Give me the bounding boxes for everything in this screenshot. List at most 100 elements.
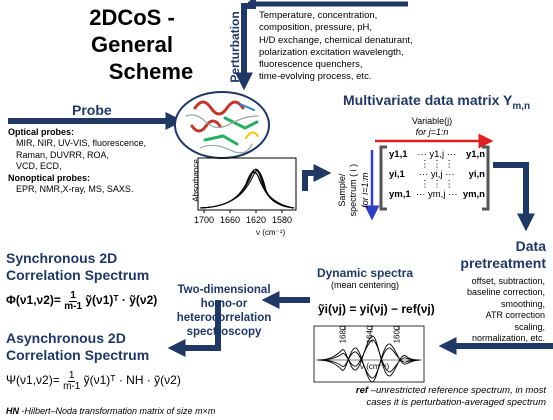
matrix-cell: y1,1 <box>389 149 408 160</box>
absorbance-xtick: 1660 <box>220 215 241 225</box>
2d-to-correlation-arrow <box>167 300 221 357</box>
sync-num: 1 <box>69 290 77 302</box>
optical-probe-line: Raman, DUVRR, ROA, <box>16 149 110 160</box>
matrix-graphics <box>364 133 494 221</box>
variable-label: Variable(j) <box>411 116 453 126</box>
matrix-dots: ⋮ ⋮ ⋮ <box>420 159 454 170</box>
matrix-cell: ··· y1,j ··· <box>417 149 457 160</box>
absorbance-curve-5 <box>199 170 295 209</box>
matrix-bracket-right <box>482 145 490 211</box>
dynamic-curve-3 <box>317 347 421 379</box>
optical-probes-title: Optical probes: <box>8 127 75 137</box>
sample-range: for i=1:m <box>359 172 370 208</box>
dynamic-title: Dynamic spectra <box>316 266 414 280</box>
matrix-title-sub: m,n <box>512 100 531 112</box>
matrix-dots: ⋮ ⋮ ⋮ <box>420 179 454 190</box>
perturbation-line: composition, pressure, pH, <box>259 22 372 34</box>
perturbation-arrow <box>235 0 256 91</box>
perturbation-line: fluorescence quenchers, <box>259 59 363 71</box>
matrix-cell: yi,n <box>468 169 485 180</box>
absorbance-curve-3 <box>199 169 295 209</box>
sync-den: m-1 <box>64 301 83 312</box>
absorbance-xtick: 1580 <box>272 215 293 225</box>
dynamic-curve-1 <box>317 335 421 377</box>
matrix-body: y1,1 ··· y1,j ··· y1,n ⋮ ⋮ ⋮ yi,1 ··· yi… <box>389 150 485 200</box>
async-title-line-1: Asynchronous 2D <box>6 330 126 346</box>
dynamic-xtick: 1640 <box>365 325 375 344</box>
protein-structure <box>185 100 259 154</box>
dynamic-curve-2 <box>317 339 421 373</box>
matrix-cell: ym,1 <box>389 189 411 200</box>
matrix-bracket-left <box>379 145 387 211</box>
ref-note: ref –unrestricted reference spectrum, in… <box>300 385 546 409</box>
two-d-line: heterocorrelation <box>176 312 272 324</box>
pretreatment-label: Data pretreatment <box>430 238 546 272</box>
hn-note-bold: HN <box>6 406 19 416</box>
dynamic-subtitle: (mean centering) <box>330 280 400 290</box>
perturbation-line: H/D exchange, chemical denaturant, <box>259 34 413 46</box>
absorbance-curve-4 <box>199 168 295 209</box>
title-line-3: Scheme <box>108 59 194 84</box>
async-den: m-1 <box>63 381 81 392</box>
matrix-row: y1,1 ··· y1,j ··· y1,n <box>389 150 485 160</box>
absorbance-curve-1 <box>199 171 295 209</box>
probe-label: Probe <box>72 102 112 118</box>
perturbation-line: polarization excitation wavelength, <box>259 46 404 58</box>
async-title-line-2: Correlation Spectrum <box>6 347 150 363</box>
absorbance-xtick: 1700 <box>194 215 215 225</box>
two-d-line: homo-or <box>200 298 248 310</box>
title-line-1: 2DCoS - <box>89 5 175 30</box>
absorbance-plot <box>197 157 297 213</box>
pretreatment-list: offset, subtraction, baseline correction… <box>430 276 545 344</box>
protein-ellipse <box>174 91 270 159</box>
async-rhs: ỹ(ν1)ᵀ · NH · ỹ(ν2) <box>83 373 181 388</box>
matrix-cell: y1,n <box>465 149 485 160</box>
dynamic-formula: ỹi(νj) = yi(νj) − ref(νj) <box>318 302 435 316</box>
async-title: Asynchronous 2D Correlation Spectrum <box>6 330 149 364</box>
matrix-row: yi,1 ··· yi,j ··· yi,n <box>389 170 485 180</box>
two-d-line: Two-dimensional <box>177 284 271 296</box>
pretreatment-item: ATR correction <box>485 310 545 321</box>
spectra-to-matrix-arrow <box>302 164 332 191</box>
variable-label-block: Variable(j) for j=1:n <box>392 116 472 139</box>
dynamic-plot <box>313 325 425 383</box>
matrix-row: ym,1 ··· ym,j ··· ym,n <box>389 190 485 200</box>
ref-note-line-2: cases it is perturbation-averaged spectr… <box>366 397 546 408</box>
two-d-line: spectroscopy <box>186 326 262 338</box>
async-lhs: Ψ(ν1,ν2)= <box>6 373 60 388</box>
matrix-cell: ··· ym,j ··· <box>415 189 458 200</box>
matrix-cell: ym,n <box>462 189 485 200</box>
sync-rhs: ỹ(ν1)ᵀ · ỹ(ν2) <box>85 293 158 308</box>
dynamic-title-block: Dynamic spectra (mean centering) <box>300 266 430 290</box>
sample-label: Sample/ <box>336 173 347 207</box>
pretreatment-item: normalization, etc. <box>471 333 545 344</box>
title-block: 2DCoS - General Scheme <box>52 4 212 85</box>
pretreatment-item: smoothing, <box>500 298 545 309</box>
probe-box: Optical probes: MIR, NIR, UV-VIS, fluore… <box>8 127 178 195</box>
pretreatment-item: scaling, <box>514 321 545 332</box>
pretreatment-item: offset, subtraction, <box>471 276 545 286</box>
pretreatment-line-1: Data <box>515 238 546 254</box>
variable-range: for j=1:n <box>415 127 449 138</box>
absorbance-xlabel: ν (cm⁻¹) <box>256 228 286 237</box>
perturbation-line: Temperature, concentration, <box>259 10 378 21</box>
title-line-2: General <box>91 32 173 57</box>
sample-label-block: Sample/ spectrum ( i ) for i=1:m <box>337 150 371 230</box>
two-d-label: Two-dimensional homo-or heterocorrelatio… <box>174 283 274 339</box>
hn-note: HN -Hilbert–Noda transformation matrix o… <box>6 406 215 416</box>
absorbance-xtick: 1620 <box>246 215 267 225</box>
perturbation-label: Perturbation <box>228 11 242 83</box>
absorbance-curve-2 <box>199 172 295 209</box>
nonoptical-probe-line: EPR, NMR,X-ray, MS, SAXS. <box>16 184 134 195</box>
absorbance-ylabel: Absorbance <box>191 159 201 202</box>
optical-probe-line: VCD, ECD, <box>16 161 62 172</box>
matrix-cell: yi,1 <box>389 169 405 180</box>
perturbation-line: time-evolving process, etc. <box>259 71 372 83</box>
sync-title: Synchronous 2D Correlation Spectrum <box>6 250 149 284</box>
matrix-title: Multivariate data matrix Ym,n <box>343 92 530 115</box>
